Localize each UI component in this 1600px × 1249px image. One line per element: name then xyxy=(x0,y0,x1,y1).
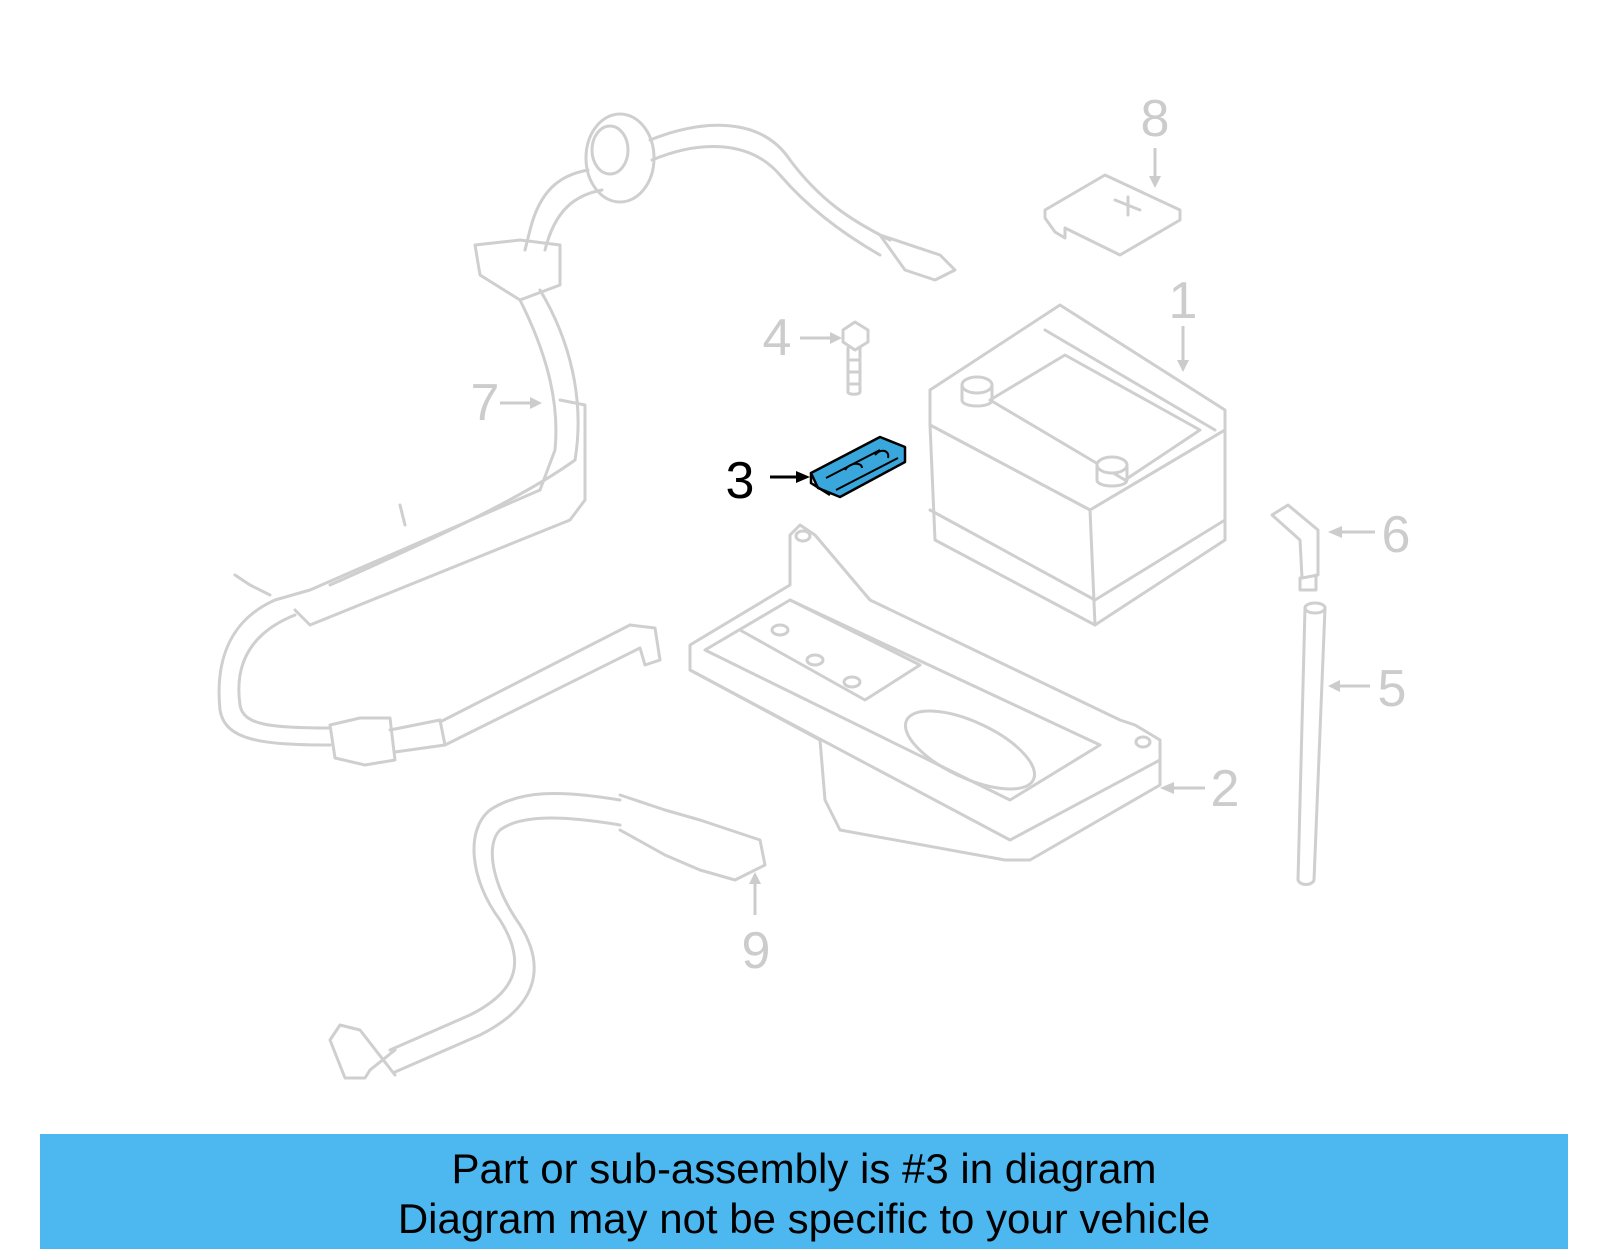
banner-line-2: Diagram may not be specific to your vehi… xyxy=(397,1195,1211,1242)
part-9-battery-cable[interactable] xyxy=(328,791,767,1080)
callout-9: 9 xyxy=(742,922,771,980)
part-8-terminal-cover[interactable] xyxy=(1043,173,1182,257)
part-1-battery[interactable] xyxy=(928,303,1227,627)
leader-lines xyxy=(500,148,1375,915)
callout-6: 6 xyxy=(1382,506,1411,564)
part-6-vent-elbow[interactable] xyxy=(1270,503,1320,592)
callout-labels: 1 2 3 4 5 6 7 8 9 xyxy=(471,90,1411,980)
callout-3: 3 xyxy=(726,452,755,510)
part-3-hold-down-clamp[interactable] xyxy=(809,435,907,499)
part-2-battery-tray[interactable] xyxy=(688,523,1162,862)
part-5-vent-tube[interactable] xyxy=(1296,601,1327,886)
callout-8: 8 xyxy=(1141,90,1170,148)
part-4-bolt[interactable] xyxy=(841,320,870,396)
part-7-cable-harness[interactable] xyxy=(217,112,957,767)
callout-7: 7 xyxy=(471,374,500,432)
callout-5: 5 xyxy=(1378,660,1407,718)
callout-1: 1 xyxy=(1169,272,1198,330)
callout-4: 4 xyxy=(763,309,792,367)
info-banner: Part or sub-assembly is #3 in diagram Di… xyxy=(40,1134,1568,1249)
callout-2: 2 xyxy=(1211,760,1240,818)
banner-line-1: Part or sub-assembly is #3 in diagram xyxy=(451,1145,1157,1192)
